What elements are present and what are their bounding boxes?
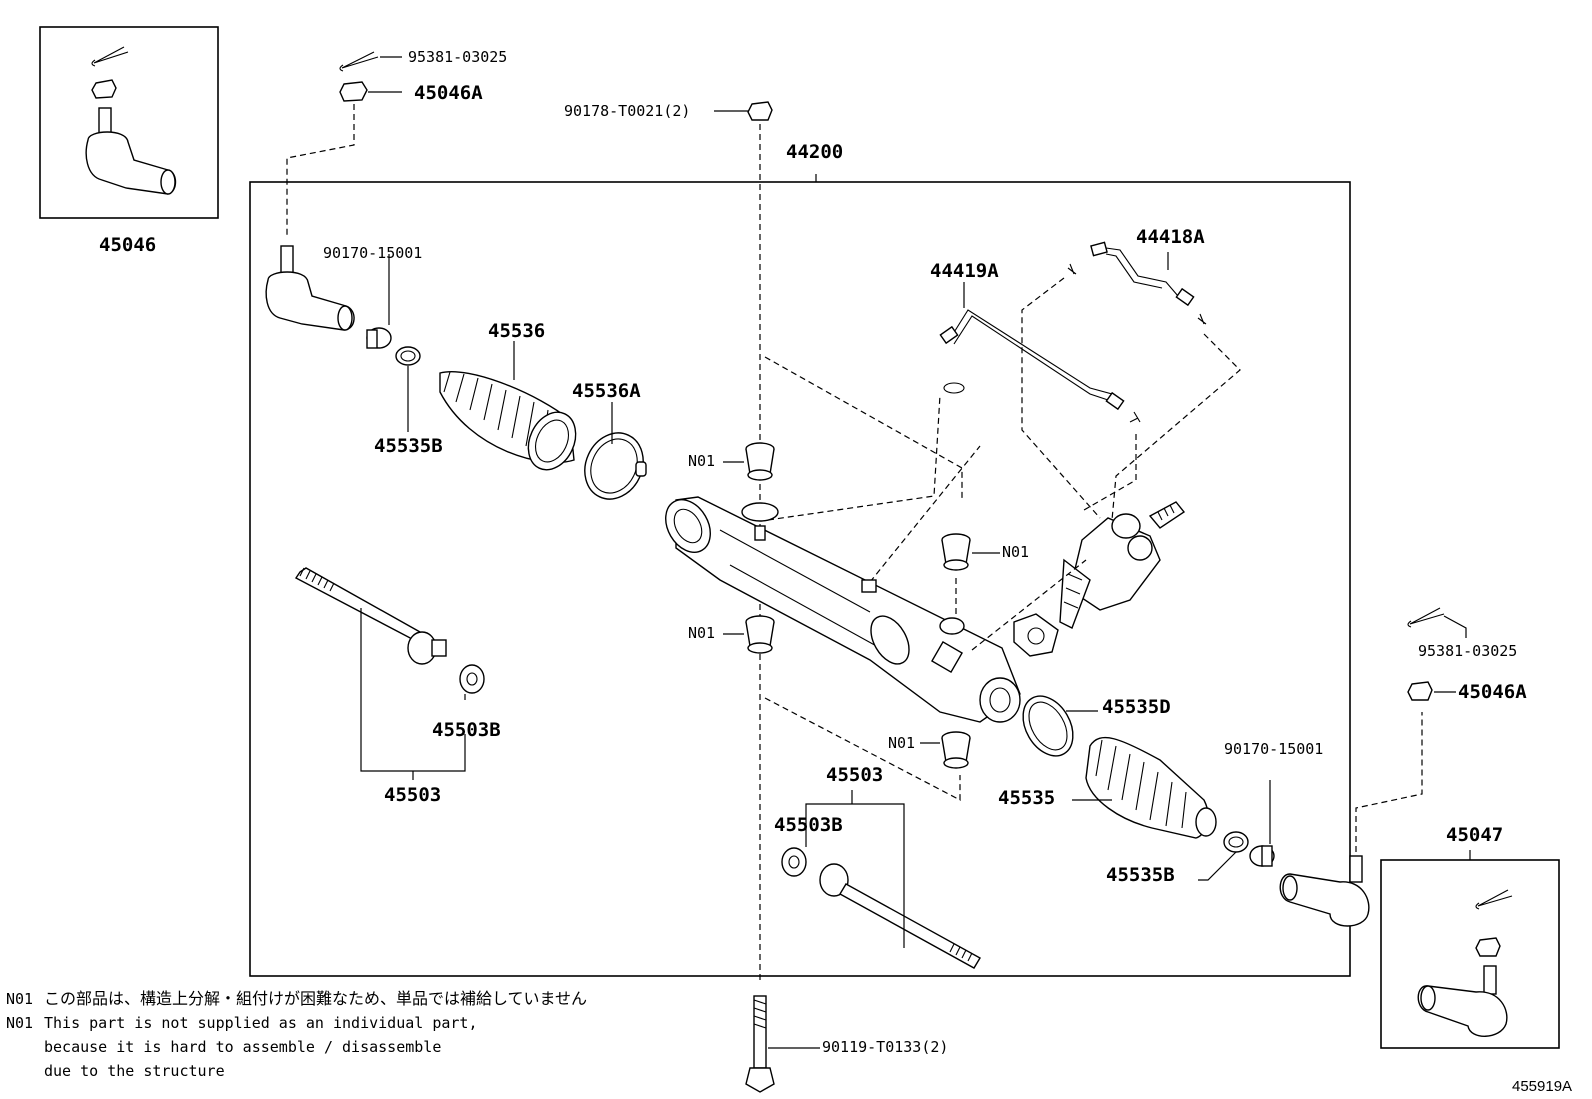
label-n01-a: N01 [688, 452, 716, 470]
label-n01-d: N01 [888, 734, 916, 752]
note-jp-prefix: N01 [6, 990, 34, 1008]
clip-45535B-left [395, 346, 421, 366]
label-90170-right: 90170-15001 [1224, 740, 1324, 758]
label-n01-b: N01 [1002, 543, 1030, 561]
figure-id: 455919A [1512, 1078, 1573, 1095]
pinion-valve-assembly [1059, 501, 1186, 629]
label-45046A-right: 45046A [1458, 681, 1527, 703]
bolt-90119 [745, 995, 775, 1093]
label-45503-mid: 45503 [826, 764, 884, 786]
rack-housing-44200 [665, 496, 1021, 723]
clamp-45535D [1022, 695, 1074, 757]
bushing-90170-left [366, 327, 392, 349]
label-44418A: 44418A [1136, 226, 1205, 248]
note-jp-text: この部品は、構造上分解・組付けが困難なため、単品では補給していません [44, 989, 588, 1008]
pressure-tube-44419A [939, 309, 1141, 423]
label-45536: 45536 [488, 320, 546, 342]
nut-45046A-top [339, 81, 402, 102]
inner-tie-rod-right [819, 863, 981, 969]
note-en-prefix: N01 [6, 1014, 34, 1032]
inset-box-45046 [39, 26, 219, 219]
tie-rod-end-inset-right [1417, 889, 1513, 1037]
clamp-45536A [584, 432, 647, 500]
label-90170-left: 90170-15001 [323, 244, 423, 262]
label-45046: 45046 [99, 234, 157, 256]
tie-rod-end-inset-left [85, 46, 177, 195]
label-45047: 45047 [1446, 824, 1504, 846]
tie-rod-end-left [265, 245, 355, 331]
label-45503B-mid: 45503B [774, 814, 843, 836]
bushing-90170-right [1249, 845, 1275, 867]
label-44200: 44200 [786, 141, 844, 163]
label-45046A-top: 45046A [414, 82, 483, 104]
label-n01-c: N01 [688, 624, 716, 642]
cotter-pin-top [339, 51, 402, 72]
bushing-n01-lower-left [745, 615, 775, 654]
washer-45503B-left [459, 664, 485, 694]
label-95381-right: 95381-03025 [1418, 642, 1518, 660]
bushing-n01-upper-left [745, 442, 775, 481]
label-45536A: 45536A [572, 380, 641, 402]
clip-45535B-right [1223, 831, 1249, 853]
nut-45046A-right [1407, 681, 1433, 701]
label-45535: 45535 [998, 787, 1056, 809]
cotter-pin-right [1407, 607, 1467, 638]
pressure-tube-44418A [1067, 241, 1207, 325]
label-90178: 90178-T0021(2) [564, 102, 691, 120]
boot-45536 [439, 371, 577, 471]
gasket [1013, 613, 1059, 657]
label-45503B-left: 45503B [432, 719, 501, 741]
label-90119: 90119-T0133(2) [822, 1038, 949, 1056]
washer-45503B-right [781, 847, 807, 877]
bushing-n01-lower-right [941, 731, 971, 769]
boot-45535 [1085, 736, 1217, 839]
bushing-n01-upper-right [941, 533, 971, 571]
tie-rod-end-right [1279, 855, 1370, 927]
label-95381-top: 95381-03025 [408, 48, 508, 66]
main-assembly-frame [249, 181, 1351, 977]
label-45535D: 45535D [1102, 696, 1171, 718]
inner-tie-rod-left [294, 567, 447, 665]
label-44419A: 44419A [930, 260, 999, 282]
note-en-line3: due to the structure [44, 1062, 225, 1080]
label-45535B-left: 45535B [374, 435, 443, 457]
label-45535B-right: 45535B [1106, 864, 1175, 886]
note-en-line2: because it is hard to assemble / disasse… [44, 1038, 442, 1056]
note-en-line1: This part is not supplied as an individu… [44, 1014, 478, 1032]
nut-90178 [747, 101, 773, 121]
label-45503-left: 45503 [384, 784, 442, 806]
